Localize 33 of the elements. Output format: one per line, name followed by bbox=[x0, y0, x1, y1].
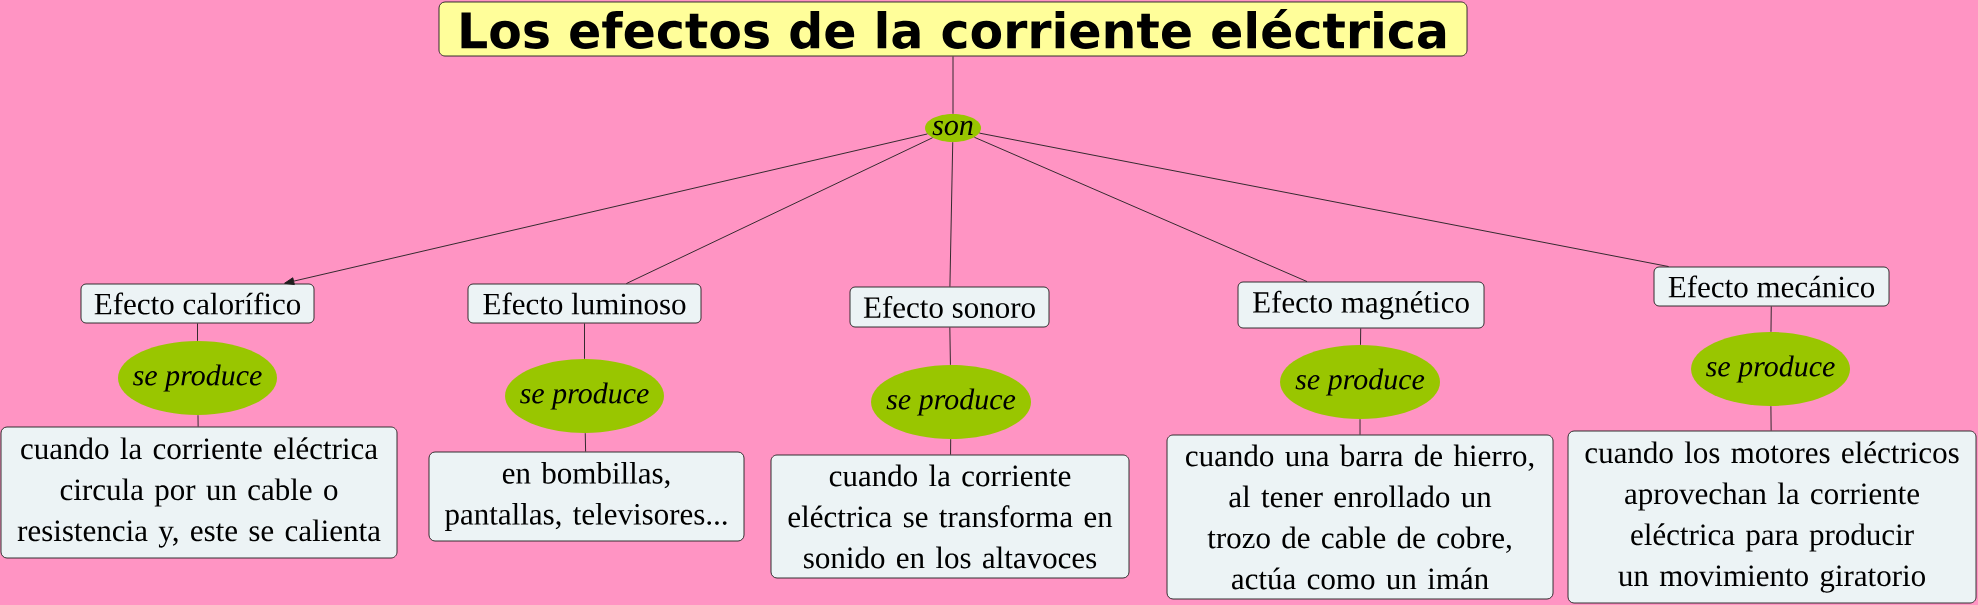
connector-line bbox=[949, 327, 951, 366]
linking-oval: se produce bbox=[505, 359, 664, 433]
connector-line bbox=[1360, 328, 1362, 346]
title-box: Los efectos de la corriente eléctrica bbox=[438, 1, 1468, 57]
connector-line bbox=[197, 323, 198, 342]
arrow bbox=[284, 133, 928, 285]
connector-line bbox=[949, 141, 954, 287]
linking-oval: son bbox=[925, 114, 981, 142]
connector-line bbox=[584, 432, 587, 452]
concept-box: Efecto magnético bbox=[1237, 281, 1485, 329]
linking-oval: se produce bbox=[1691, 332, 1850, 406]
description-box: cuando la corriente eléctrica circula por un cable o resistencia y, este se calienta bbox=[0, 426, 398, 559]
concept-box: Efecto luminoso bbox=[467, 283, 702, 324]
linking-oval: se produce bbox=[871, 365, 1031, 439]
concept-box: Efecto sonoro bbox=[849, 286, 1050, 328]
description-box: en bombillas, pantallas, televisores... bbox=[428, 451, 745, 542]
linking-oval: se produce bbox=[118, 341, 277, 415]
connector-line bbox=[1770, 306, 1772, 333]
concept-box: Efecto mecánico bbox=[1653, 266, 1890, 307]
description-box: cuando una barra de hierro, al tener enrollado un trozo de cable de cobre, actúa como un imán bbox=[1166, 434, 1554, 600]
concept-box: Efecto calorífico bbox=[80, 283, 315, 324]
connector-line bbox=[197, 414, 199, 427]
connector-line bbox=[978, 132, 1670, 267]
connector-line bbox=[973, 136, 1308, 282]
connector-line bbox=[1359, 418, 1361, 435]
linking-oval: se produce bbox=[1280, 345, 1440, 419]
connector-line bbox=[952, 56, 954, 115]
connector-line bbox=[625, 137, 933, 284]
description-box: cuando la corriente eléctrica se transforma en sonido en los altavoces bbox=[770, 454, 1130, 579]
description-box: cuando los motores eléctricos aprovechan la corriente eléctrica para producir un movimiento giratorio bbox=[1567, 430, 1977, 604]
connector-line bbox=[584, 323, 585, 360]
connector-line bbox=[1770, 405, 1772, 431]
connector-line bbox=[950, 438, 952, 455]
